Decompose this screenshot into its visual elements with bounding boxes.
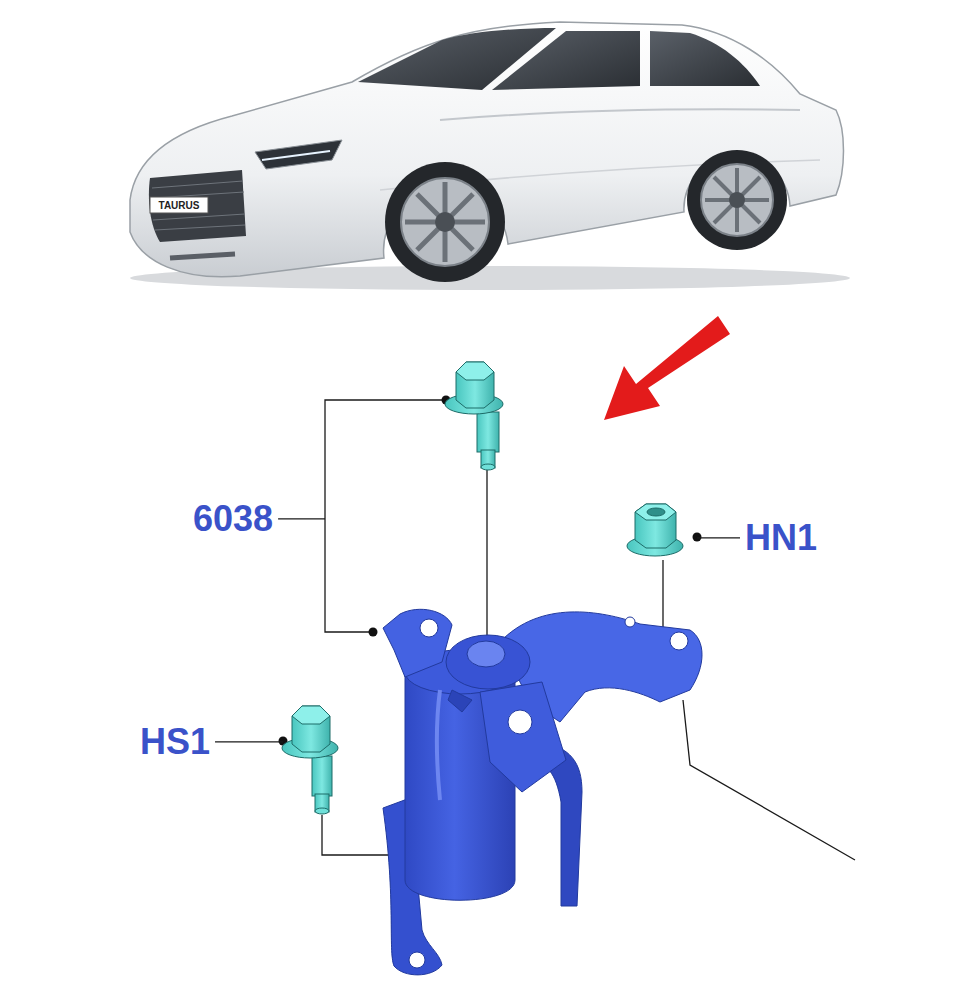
engine-mount [383, 609, 702, 975]
car-illustration [130, 22, 850, 290]
leader-line [278, 518, 325, 519]
plate-text: TAURUS [159, 200, 200, 211]
nut-hn1 [627, 504, 683, 556]
pointer-arrow [604, 316, 730, 420]
callout-number: 6038 [193, 499, 273, 539]
label-leaders [215, 519, 740, 742]
bolt-hs1 [282, 706, 338, 814]
bolt-6038 [445, 362, 503, 470]
leader-line [215, 741, 283, 742]
callout-code: HS1 [140, 722, 210, 762]
callout-code: HN1 [745, 518, 817, 558]
leader-line [697, 537, 740, 538]
